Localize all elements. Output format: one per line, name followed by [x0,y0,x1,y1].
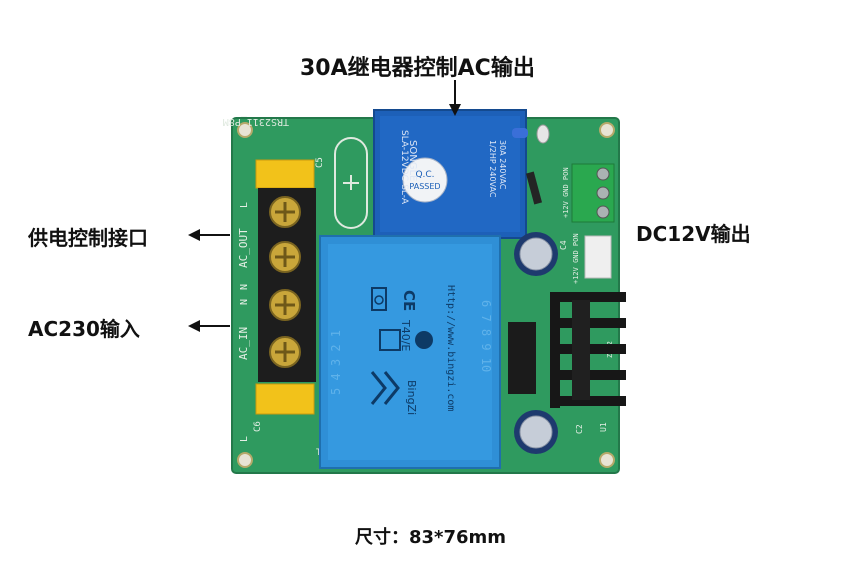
silk-ac-in: AC_IN [237,327,250,360]
blue-component [512,128,528,138]
size-annotation: 尺寸：83*76mm [355,523,506,549]
terminal-cover-bottom [255,383,315,415]
transformer-nums-2: 6 7 8 9 10 [479,300,493,372]
silk-n2: N [239,299,250,305]
silk-c4: C4 [559,240,568,250]
heatsink [550,292,626,408]
arrow-left-upper [188,229,230,241]
transformer-nums-1: 5 4 3 2 1 [329,330,343,395]
capacitor-bottom [514,410,558,454]
relay: Q.C. PASSED SONGLE SLA-12VDC-SL-A 30A 24… [373,109,527,239]
power-control-annotation: 供电控制接口 [28,226,148,250]
transformer: CE T40/E BingZi Http://www.bingzi.com 5 … [319,235,501,469]
silk-u1: U1 [599,422,608,432]
pin-header [584,235,612,279]
transformer-url: Http://www.bingzi.com [445,285,456,411]
silk-capacitor-outline [334,137,368,229]
ac-input-annotation: AC230输入 [28,317,140,341]
mounting-hole [599,122,615,138]
transformer-ce: CE [400,290,418,311]
size-value: 83*76mm [409,527,507,548]
relay-qc-2: PASSED [409,182,440,191]
relay-model: SLA-12VDC-SL-A [399,130,409,205]
green-terminal [571,163,615,223]
mounting-hole [237,122,253,138]
arrow-left-lower [188,320,230,332]
terminal-cover-top [255,159,315,189]
transformer-brand: BingZi [405,380,418,415]
relay-brand: SONGLE [407,140,418,181]
relay-rating-2: 1/2HP 240VAC [488,140,497,198]
mounting-hole [237,452,253,468]
relay-qc-1: Q.C. [415,170,434,180]
capacitor-top [514,232,558,276]
silk-l2: L [239,436,250,442]
silk-header-labels: +12V GND PON [572,233,580,284]
silk-c5: C5 [315,157,325,168]
silk-n1: N [239,284,250,290]
mounting-hole [599,452,615,468]
diode [525,171,543,205]
bridge-rectifier [508,322,536,394]
silk-terminal-labels: +12V GND PON [562,167,570,218]
dc-output-annotation: DC12V输出 [636,222,751,246]
silk-l1: L [239,202,250,208]
terminal-screws [269,196,301,368]
relay-output-annotation: 30A继电器控制AC输出 [300,56,535,81]
arrow-top [449,80,461,116]
silk-c6: C6 [253,421,263,432]
relay-rating-1: 30A 240VAC [498,140,507,190]
silk-c2: C2 [575,424,584,434]
transformer-model: T40/E [399,319,412,351]
board-name-silk: TRS2311_P8M [223,116,289,127]
led [536,124,550,144]
silk-ac-out: AC_OUT [237,228,250,268]
size-key: 尺寸： [355,527,409,548]
